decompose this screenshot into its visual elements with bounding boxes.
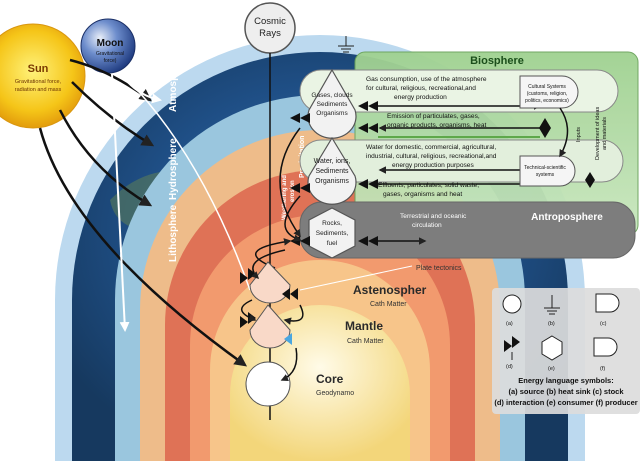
flow-text: energy production [394, 94, 447, 101]
legend-label: (b) [548, 321, 555, 327]
weathering-label: erosion [290, 180, 296, 202]
lithosphere-label: Lithosphere [168, 204, 179, 262]
rock-stock-label: fuel [327, 240, 338, 247]
flow-text: circulation [412, 222, 442, 229]
asthenosphere-label: Astenospher [353, 283, 427, 297]
cultural-systems-label: Cultural Systems [528, 84, 566, 90]
flow-text: energy production purposes [392, 162, 474, 169]
development-label: and materials [602, 117, 608, 150]
mantle-stock [249, 304, 291, 349]
cosmic-rays-label: Cosmic [254, 16, 286, 27]
development-label: Development of ideas [595, 107, 601, 160]
water-stock-label: Organisms [315, 178, 349, 185]
hydrosphere-label: Hydrosphere [168, 138, 179, 200]
mantle-label: Mantle [345, 319, 383, 333]
legend-label: (e) [548, 366, 555, 372]
mantle-sublabel: Cath Matter [347, 338, 384, 345]
terrestrial-flow-text: Terrestrial and oceanic circulation [400, 213, 467, 229]
legend-line: (a) source (b) heat sink (c) stock [508, 387, 624, 396]
water-stock-label: Water, ions, [314, 158, 351, 165]
flow-text: Effluents, particulates, solid waste, [378, 182, 479, 189]
legend-label: (a) [506, 321, 513, 327]
rock-stock-label: Sediments, [316, 230, 349, 237]
stock-icon [595, 293, 620, 313]
cultural-systems-label: politics, economics) [525, 98, 569, 104]
consumer-icon [541, 335, 563, 361]
flow-text: Gas consumption, use of the atmosphere [366, 76, 487, 83]
interaction-symbols [290, 101, 378, 246]
flow-text: Emission of particulates, gases, [387, 113, 480, 120]
flow-text: for cultural, religious, recreational,an… [366, 85, 476, 92]
flow-text: Terrestrial and oceanic [400, 213, 467, 220]
weathering-label: Weathering and [282, 175, 288, 220]
sun-desc: radiation and mass [15, 87, 62, 93]
flow-text: industrial, cultural, religious, recreat… [366, 153, 497, 160]
source-icon [502, 294, 522, 314]
plate-tectonics-label: Plate tectonics [416, 265, 462, 272]
air-stock-label: Gases, clouds [311, 92, 353, 99]
legend-panel [492, 288, 640, 414]
core-sublabel: Geodynamo [316, 390, 354, 397]
core-label: Core [316, 372, 344, 386]
legend-label: (f) [600, 366, 605, 372]
atmosphere-label: Atmosphere [168, 53, 179, 112]
legend-label: (c) [600, 321, 607, 327]
sun-desc: Gravitational force, [15, 79, 62, 85]
legend-label: (d) [506, 364, 513, 370]
cultural-loop-arrow [559, 107, 569, 158]
flow-text: Water for domestic, commercial, agricult… [366, 144, 496, 151]
gas-flow-text: Gas consumption, use of the atmosphere f… [366, 76, 487, 101]
core-stock [245, 361, 291, 407]
technical-systems-label: Technical-scientific [524, 165, 566, 171]
moon-arrow-plates [119, 71, 251, 291]
moon-desc: force) [104, 58, 117, 64]
producer-icon [593, 337, 618, 357]
rock-stock [308, 207, 356, 259]
sun-title: Sun [28, 63, 49, 75]
moon-desc: Gravitational [96, 51, 124, 57]
flow-arrows [255, 102, 542, 269]
technical-systems-label: systems [536, 172, 555, 178]
technical-systems-box [519, 155, 576, 187]
cosmic-rays-label: Rays [259, 28, 281, 39]
inner-arrows [241, 249, 304, 381]
heat-sink-icon [338, 36, 354, 53]
biosphere-title: Biosphere [470, 55, 524, 67]
inputs-label: Inputs [576, 127, 582, 142]
air-stock-label: Sediments [317, 101, 348, 108]
plate-tectonics-line [299, 265, 413, 291]
heat-sink-icon [544, 295, 560, 315]
asthenosphere-stock [249, 261, 291, 304]
blue-interaction-symbol [284, 333, 292, 345]
legend-title: Energy language symbols: [518, 376, 613, 385]
cultural-systems-label: (customs, religion, [527, 91, 568, 97]
air-stock-label: Organisms [316, 110, 348, 117]
effluents-flow-text: Effluents, particulates, solid waste, ga… [378, 182, 479, 198]
interaction-icon [504, 336, 520, 360]
water-stock-label: Sediments [315, 168, 349, 175]
flow-text: gases, organisms and heat [383, 191, 462, 198]
moon-title: Moon [97, 38, 124, 49]
flow-text: organic products, organisms, heat [387, 122, 486, 129]
cultural-systems-box [519, 75, 579, 109]
water-stock [307, 136, 357, 205]
legend-line: (d) interaction (e) consumer (f) produce… [494, 398, 637, 407]
rock-stock-label: Rocks, [322, 220, 342, 227]
antroposphere-title: Antroposphere [531, 212, 603, 223]
water-flow-text: Water for domestic, commercial, agricult… [366, 144, 497, 169]
sun-source [0, 23, 86, 129]
cultural-interaction-symbols [539, 118, 595, 188]
emission-flow-text: Emission of particulates, gases, organic… [387, 113, 486, 129]
asthenosphere-sublabel: Cath Matter [370, 301, 407, 308]
